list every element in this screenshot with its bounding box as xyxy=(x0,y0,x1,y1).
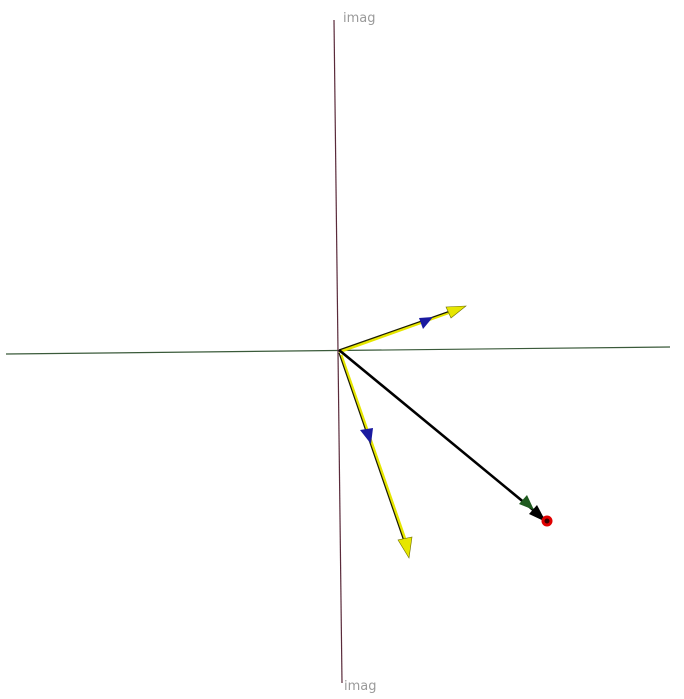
vector-lower-shaft xyxy=(338,352,407,548)
vector-upper-right-shaft xyxy=(338,308,457,351)
vector-lower xyxy=(338,352,413,559)
vector-lower-highlight xyxy=(339,354,410,549)
vertical-axis xyxy=(333,19,343,684)
vector-resultant-arrowhead xyxy=(529,505,546,522)
axis-label-bottom: imag xyxy=(344,679,377,694)
vector-upper-right-mid-arrowhead xyxy=(419,317,433,329)
vector-resultant-mid-arrowhead xyxy=(519,495,534,510)
vector-resultant-shaft xyxy=(338,348,544,520)
vector-lower-arrowhead xyxy=(397,536,413,559)
vector-upper-right-arrowhead xyxy=(445,305,467,319)
vector-resultant-tip-marker-inner xyxy=(544,518,550,524)
vector-lower-mid-arrowhead xyxy=(360,428,373,444)
vector-resultant xyxy=(338,348,553,527)
vector-upper-right xyxy=(338,305,467,354)
vector-upper-right-highlight xyxy=(338,308,457,354)
axis-label-top: imag xyxy=(343,11,376,26)
